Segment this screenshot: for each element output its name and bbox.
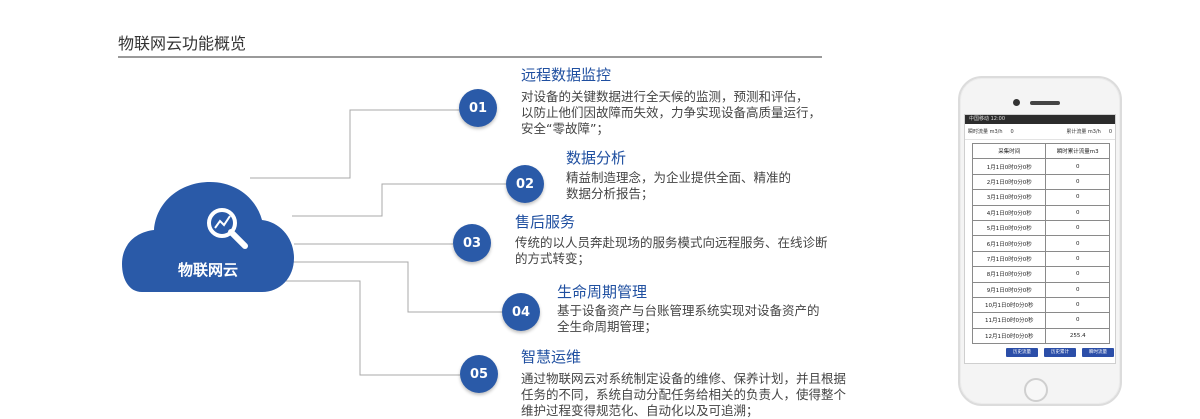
status-bar: 中国移动 12:00 — [965, 115, 1115, 124]
table-cell: 0 — [1045, 173, 1110, 191]
table-cell: 6月1日0时0分0秒 — [971, 235, 1047, 252]
table-cell: 0 — [1045, 281, 1110, 298]
feature-number-04: 04 — [502, 293, 540, 331]
table-cell: 0 — [1045, 189, 1110, 206]
feature-number-05: 05 — [460, 355, 498, 393]
table-cell: 0 — [1045, 235, 1110, 252]
feature-number-02: 02 — [506, 165, 544, 203]
table-cell: 12月1日0时0分0秒 — [971, 327, 1047, 345]
table-cell: 5月1日0时0分0秒 — [971, 219, 1047, 237]
table-header-time: 采集时间 — [971, 142, 1047, 160]
feature-number-01: 01 — [459, 89, 497, 127]
table-cell: 10月1日0时0分0秒 — [971, 296, 1047, 314]
feature-desc-remote-monitoring: 对设备的关键数据进行全天候的监测，预测和评估， 以防止他们因故障而失效，力争实现… — [521, 89, 822, 136]
feature-title-after-sales: 售后服务 — [515, 213, 576, 231]
table-cell: 11月1日0时0分0秒 — [971, 312, 1047, 329]
table-cell: 3月1日0时0分0秒 — [971, 189, 1047, 206]
feature-desc-after-sales: 传统的以人员奔赴现场的服务模式向远程服务、在线诊断 的方式转变； — [515, 235, 828, 266]
total-flow-value: 0 — [1108, 128, 1112, 135]
page-title: 物联网云功能概览 — [118, 34, 247, 53]
table-cell: 4月1日0时0分0秒 — [971, 204, 1047, 221]
table-cell: 8月1日0时0分0秒 — [971, 266, 1047, 283]
table-header-flow: 瞬时累计流量m3 — [1045, 142, 1110, 160]
history-flow-button[interactable]: 历史流量 — [1006, 348, 1038, 357]
flow-summary: 瞬时流量 m3/h 0 累计流量 m3/h 0 — [965, 124, 1115, 140]
table-header-row: 采集时间 瞬时累计流量m3 — [971, 142, 1110, 160]
table-cell: 9月1日0时0分0秒 — [971, 281, 1047, 298]
table-cell: 0 — [1045, 158, 1110, 175]
phone-screen: 中国移动 12:00 瞬时流量 m3/h 0 累计流量 m3/h 0 采集时间 … — [964, 114, 1116, 364]
search-analytics-icon — [207, 208, 248, 249]
table-cell: 0 — [1045, 219, 1110, 237]
feature-title-remote-monitoring: 远程数据监控 — [521, 66, 612, 84]
table-cell: 255.4 — [1045, 327, 1110, 345]
table-cell: 2月1日0时0分0秒 — [971, 173, 1047, 191]
cloud-graphic — [122, 182, 294, 292]
history-total-button[interactable]: 历史累计 — [1044, 348, 1076, 357]
table-cell: 0 — [1045, 250, 1110, 268]
feature-desc-data-analysis: 精益制造理念，为企业提供全面、精准的 数据分析报告； — [566, 170, 792, 201]
table-cell: 7月1日0时0分0秒 — [971, 250, 1047, 268]
instant-flow-button[interactable]: 瞬时流量 — [1082, 348, 1114, 357]
table-cell: 0 — [1045, 312, 1110, 329]
phone-button-bar: 历史流量 历史累计 瞬时流量 — [1006, 348, 1114, 357]
feature-desc-lifecycle: 基于设备资产与台账管理系统实现对设备资产的 全生命周期管理； — [557, 303, 820, 334]
cloud-label: 物联网云 — [177, 261, 238, 279]
feature-title-lifecycle: 生命周期管理 — [557, 283, 648, 301]
home-button[interactable] — [1024, 378, 1048, 402]
camera-icon — [1013, 99, 1020, 106]
table-cell: 1月1日0时0分0秒 — [971, 158, 1047, 175]
feature-title-data-analysis: 数据分析 — [566, 149, 627, 167]
speaker-icon — [1030, 101, 1060, 105]
feature-title-smart-ops: 智慧运维 — [521, 348, 582, 366]
title-divider — [118, 56, 822, 58]
instant-flow-value: 0 — [1010, 128, 1014, 135]
table-cell: 0 — [1045, 266, 1110, 283]
table-cell: 0 — [1045, 204, 1110, 221]
table-cell: 0 — [1045, 296, 1110, 314]
feature-desc-smart-ops: 通过物联网云对系统制定设备的维修、保养计划，并且根据 任务的不同，系统自动分配任… — [521, 371, 847, 418]
feature-number-03: 03 — [453, 224, 491, 262]
total-flow-label: 累计流量 m3/h — [1066, 128, 1101, 135]
instant-flow-label: 瞬时流量 m3/h — [968, 128, 1003, 135]
